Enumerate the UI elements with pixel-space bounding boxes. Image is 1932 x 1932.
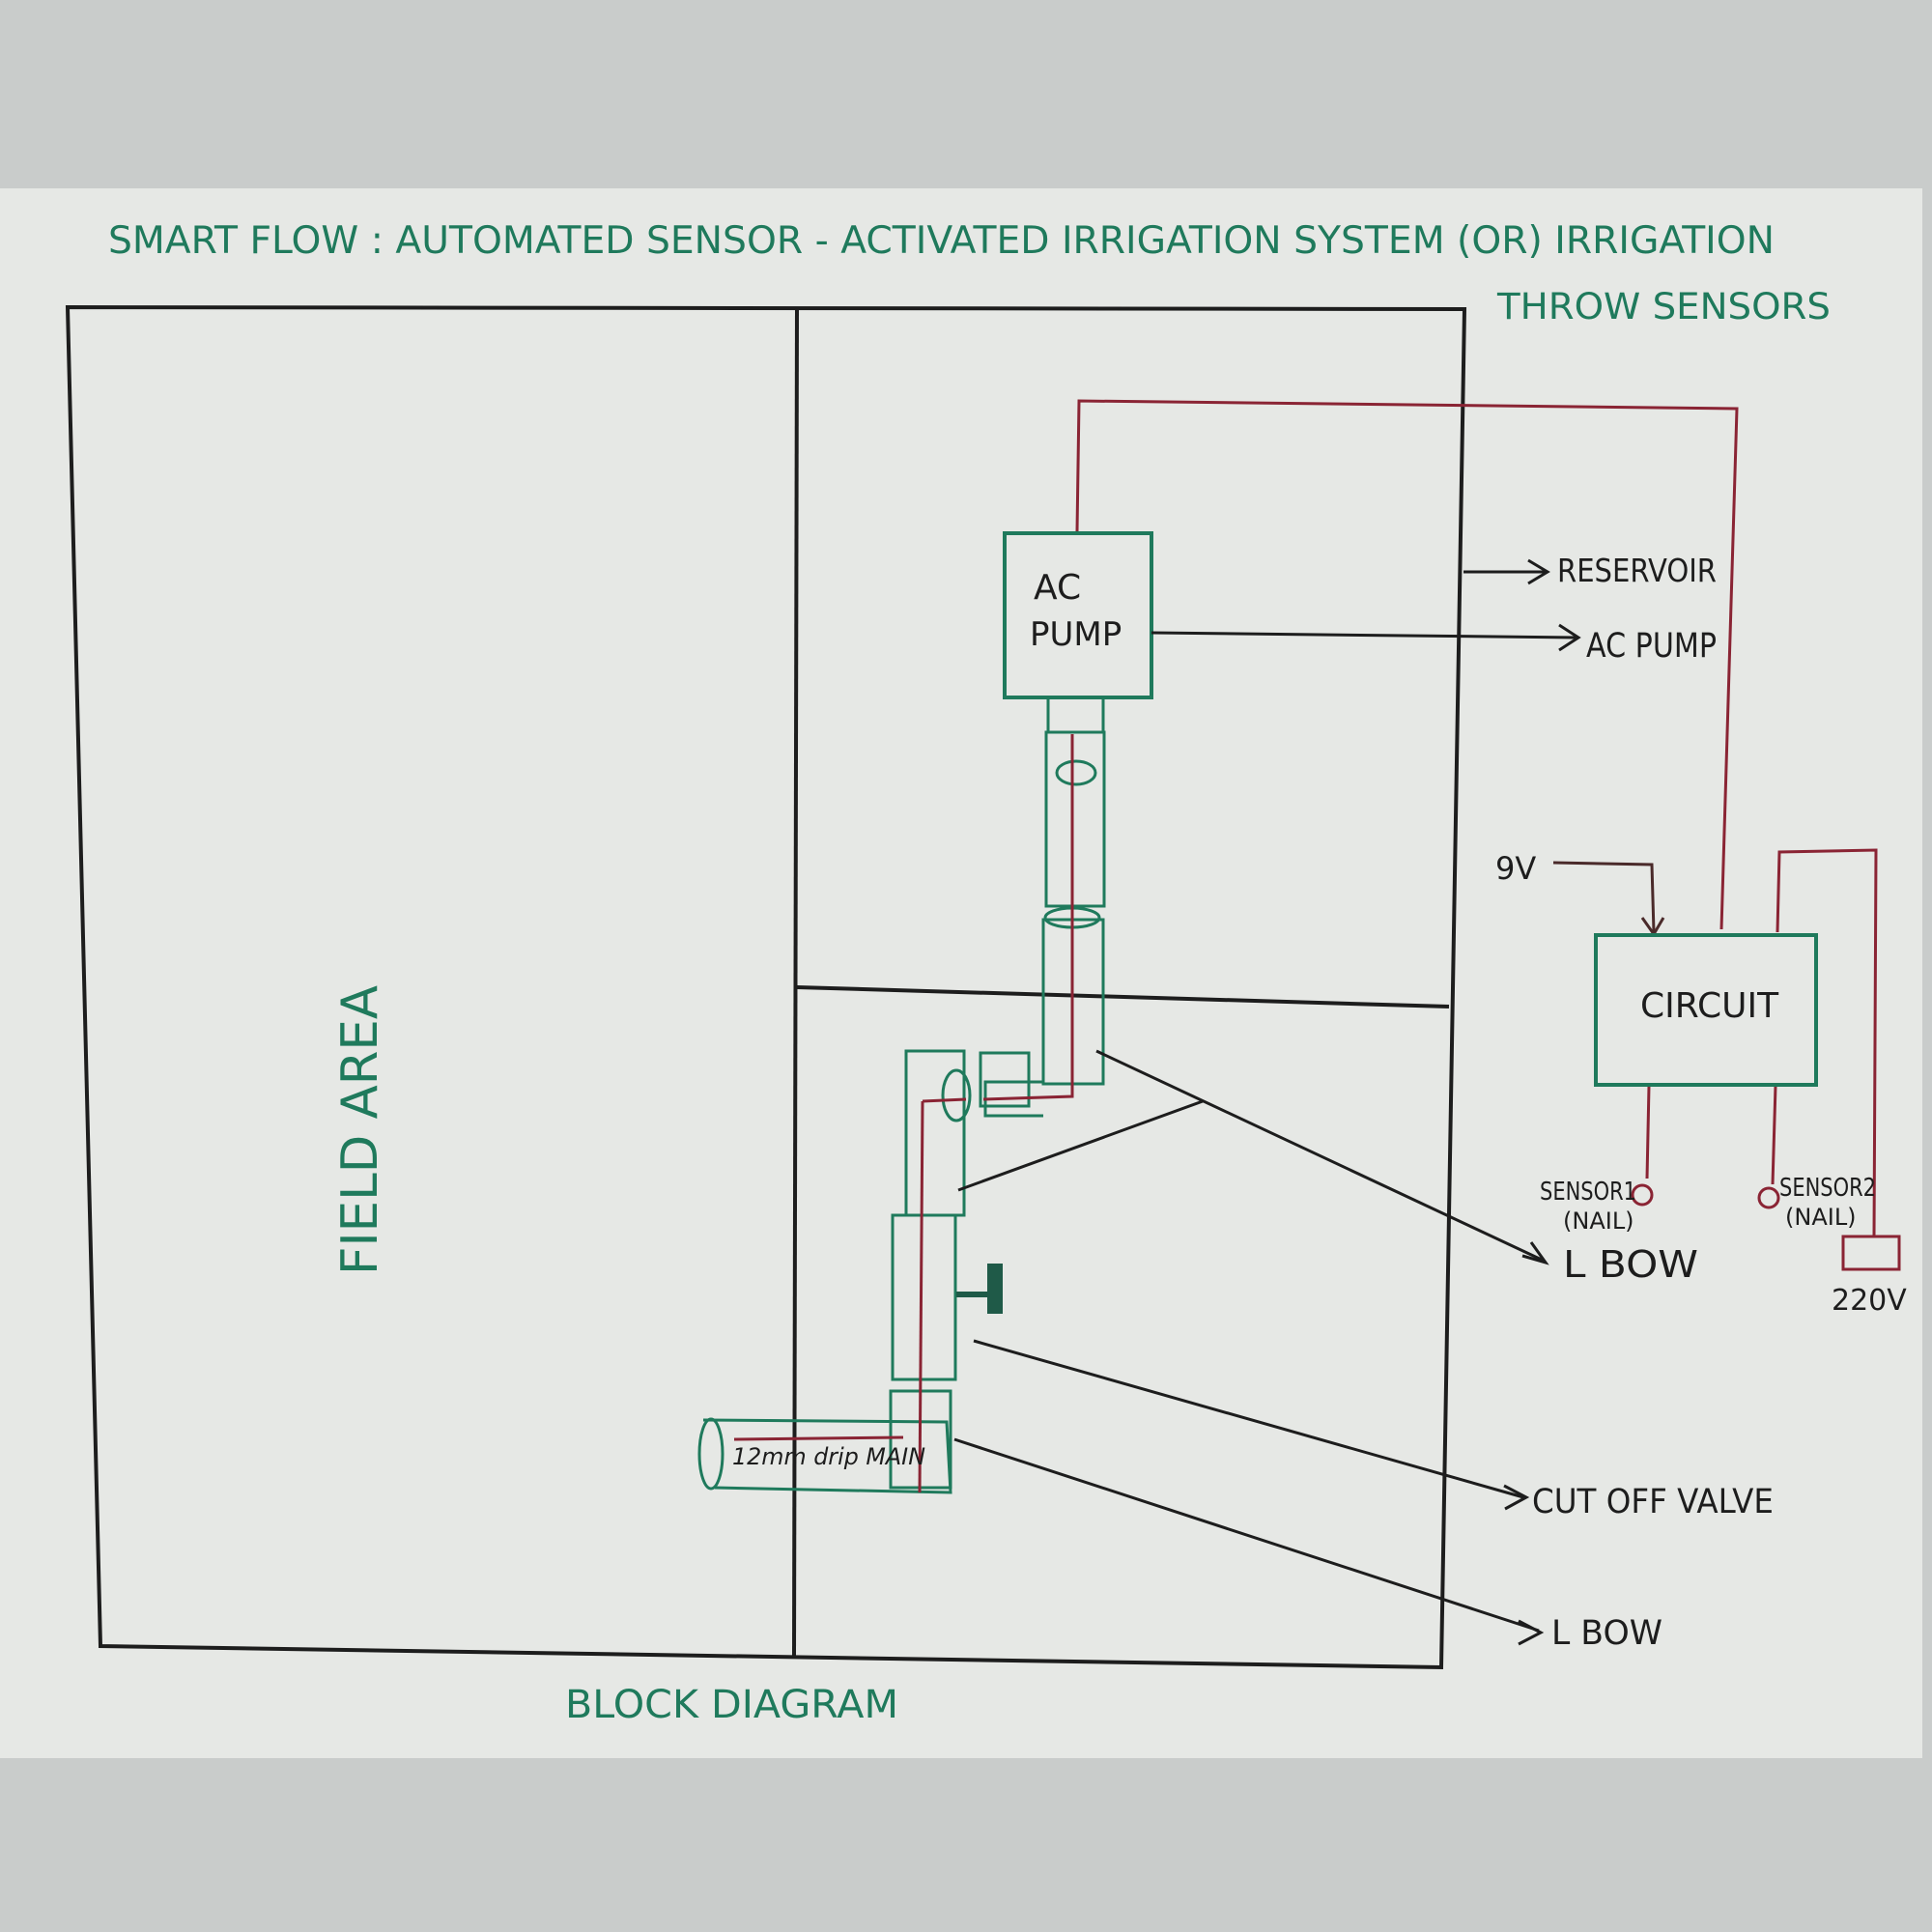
ac-pump-label-line2: PUMP <box>1030 615 1122 654</box>
circuit-label: CIRCUIT <box>1640 986 1779 1026</box>
sensor1-label: SENSOR1 <box>1540 1178 1636 1207</box>
pipe-assembly <box>697 696 1106 1494</box>
l-bow-lower-callout: L BOW <box>1551 1614 1662 1653</box>
sensor-probes <box>1631 1183 1780 1209</box>
sensor2-sublabel: (NAIL) <box>1785 1204 1857 1231</box>
paper-sheet <box>0 188 1922 1758</box>
diagram-title-continued: THROW SENSORS <box>1496 286 1831 327</box>
sensor1-sublabel: (NAIL) <box>1563 1208 1634 1235</box>
supply-9v-label: 9V <box>1495 850 1536 887</box>
ac-pump-label-line1: AC <box>1034 568 1081 608</box>
reservoir-callout: RESERVOIR <box>1557 552 1717 589</box>
ac-pump-callout: AC PUMP <box>1586 627 1717 666</box>
circuit-block <box>1594 933 1818 1087</box>
leader-lines <box>953 558 1581 1646</box>
cut-off-valve-callout: CUT OFF VALVE <box>1532 1483 1774 1521</box>
cut-off-valve-knob-icon <box>956 1264 1003 1314</box>
diagram-title: SMART FLOW : AUTOMATED SENSOR - ACTIVATE… <box>108 219 1775 263</box>
field-frame <box>65 304 1467 1670</box>
block-diagram-caption: BLOCK DIAGRAM <box>565 1683 898 1727</box>
field-area-label: FIELD AREA <box>331 985 389 1275</box>
l-bow-upper-callout: L BOW <box>1563 1243 1698 1286</box>
power-wiring <box>1075 399 1878 1237</box>
sensor2-label: SENSOR2 <box>1779 1174 1876 1203</box>
plug-220v-icon <box>1841 1235 1901 1271</box>
pipe-label: 12mm drip MAIN <box>732 1443 925 1470</box>
supply-220v-label: 220V <box>1832 1284 1907 1318</box>
